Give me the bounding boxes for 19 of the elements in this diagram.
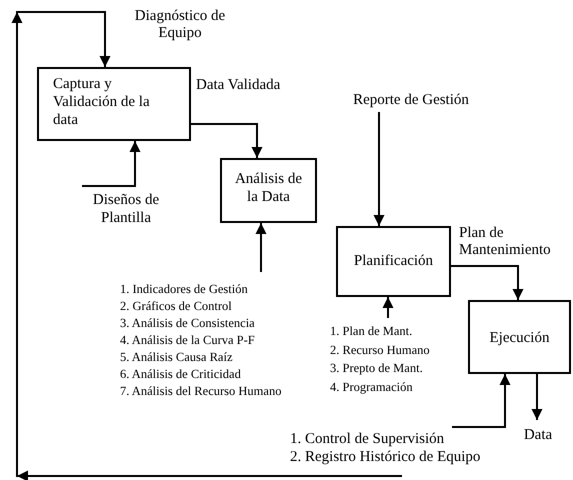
list-item: 4. Análisis de la Curva P-F <box>120 332 256 349</box>
process-box: Captura y Validación de la data <box>37 67 191 141</box>
list-item: 7. Análisis del Recurso Humano <box>120 383 282 400</box>
list-item: 2. Recurso Humano <box>330 342 431 358</box>
process-box: Ejecución <box>468 300 571 374</box>
list-item: 1. Indicadores de Gestión <box>120 281 249 298</box>
list-item: 3. Prepto de Mant. <box>330 360 424 377</box>
process-box: Análisis de la Data <box>220 158 317 223</box>
list-item: 2. Registro Histórico de Equipo <box>290 448 482 466</box>
input-text: Diseños de Plantilla <box>78 186 174 232</box>
list-item: 5. Análisis Causa Raíz <box>120 349 234 366</box>
list-item: 6. Análisis de Criticidad <box>120 366 242 383</box>
process-box: Planificación <box>336 226 451 297</box>
input-text: Data <box>518 420 558 446</box>
input-text: Reporte de Gestión <box>331 90 491 112</box>
list-item: 4. Programación <box>330 378 414 396</box>
list-item: 1. Plan de Mant. <box>330 323 414 340</box>
list-item: 3. Análisis de Consistencia <box>120 315 256 332</box>
list-item: 2. Gráficos de Control <box>120 298 233 315</box>
